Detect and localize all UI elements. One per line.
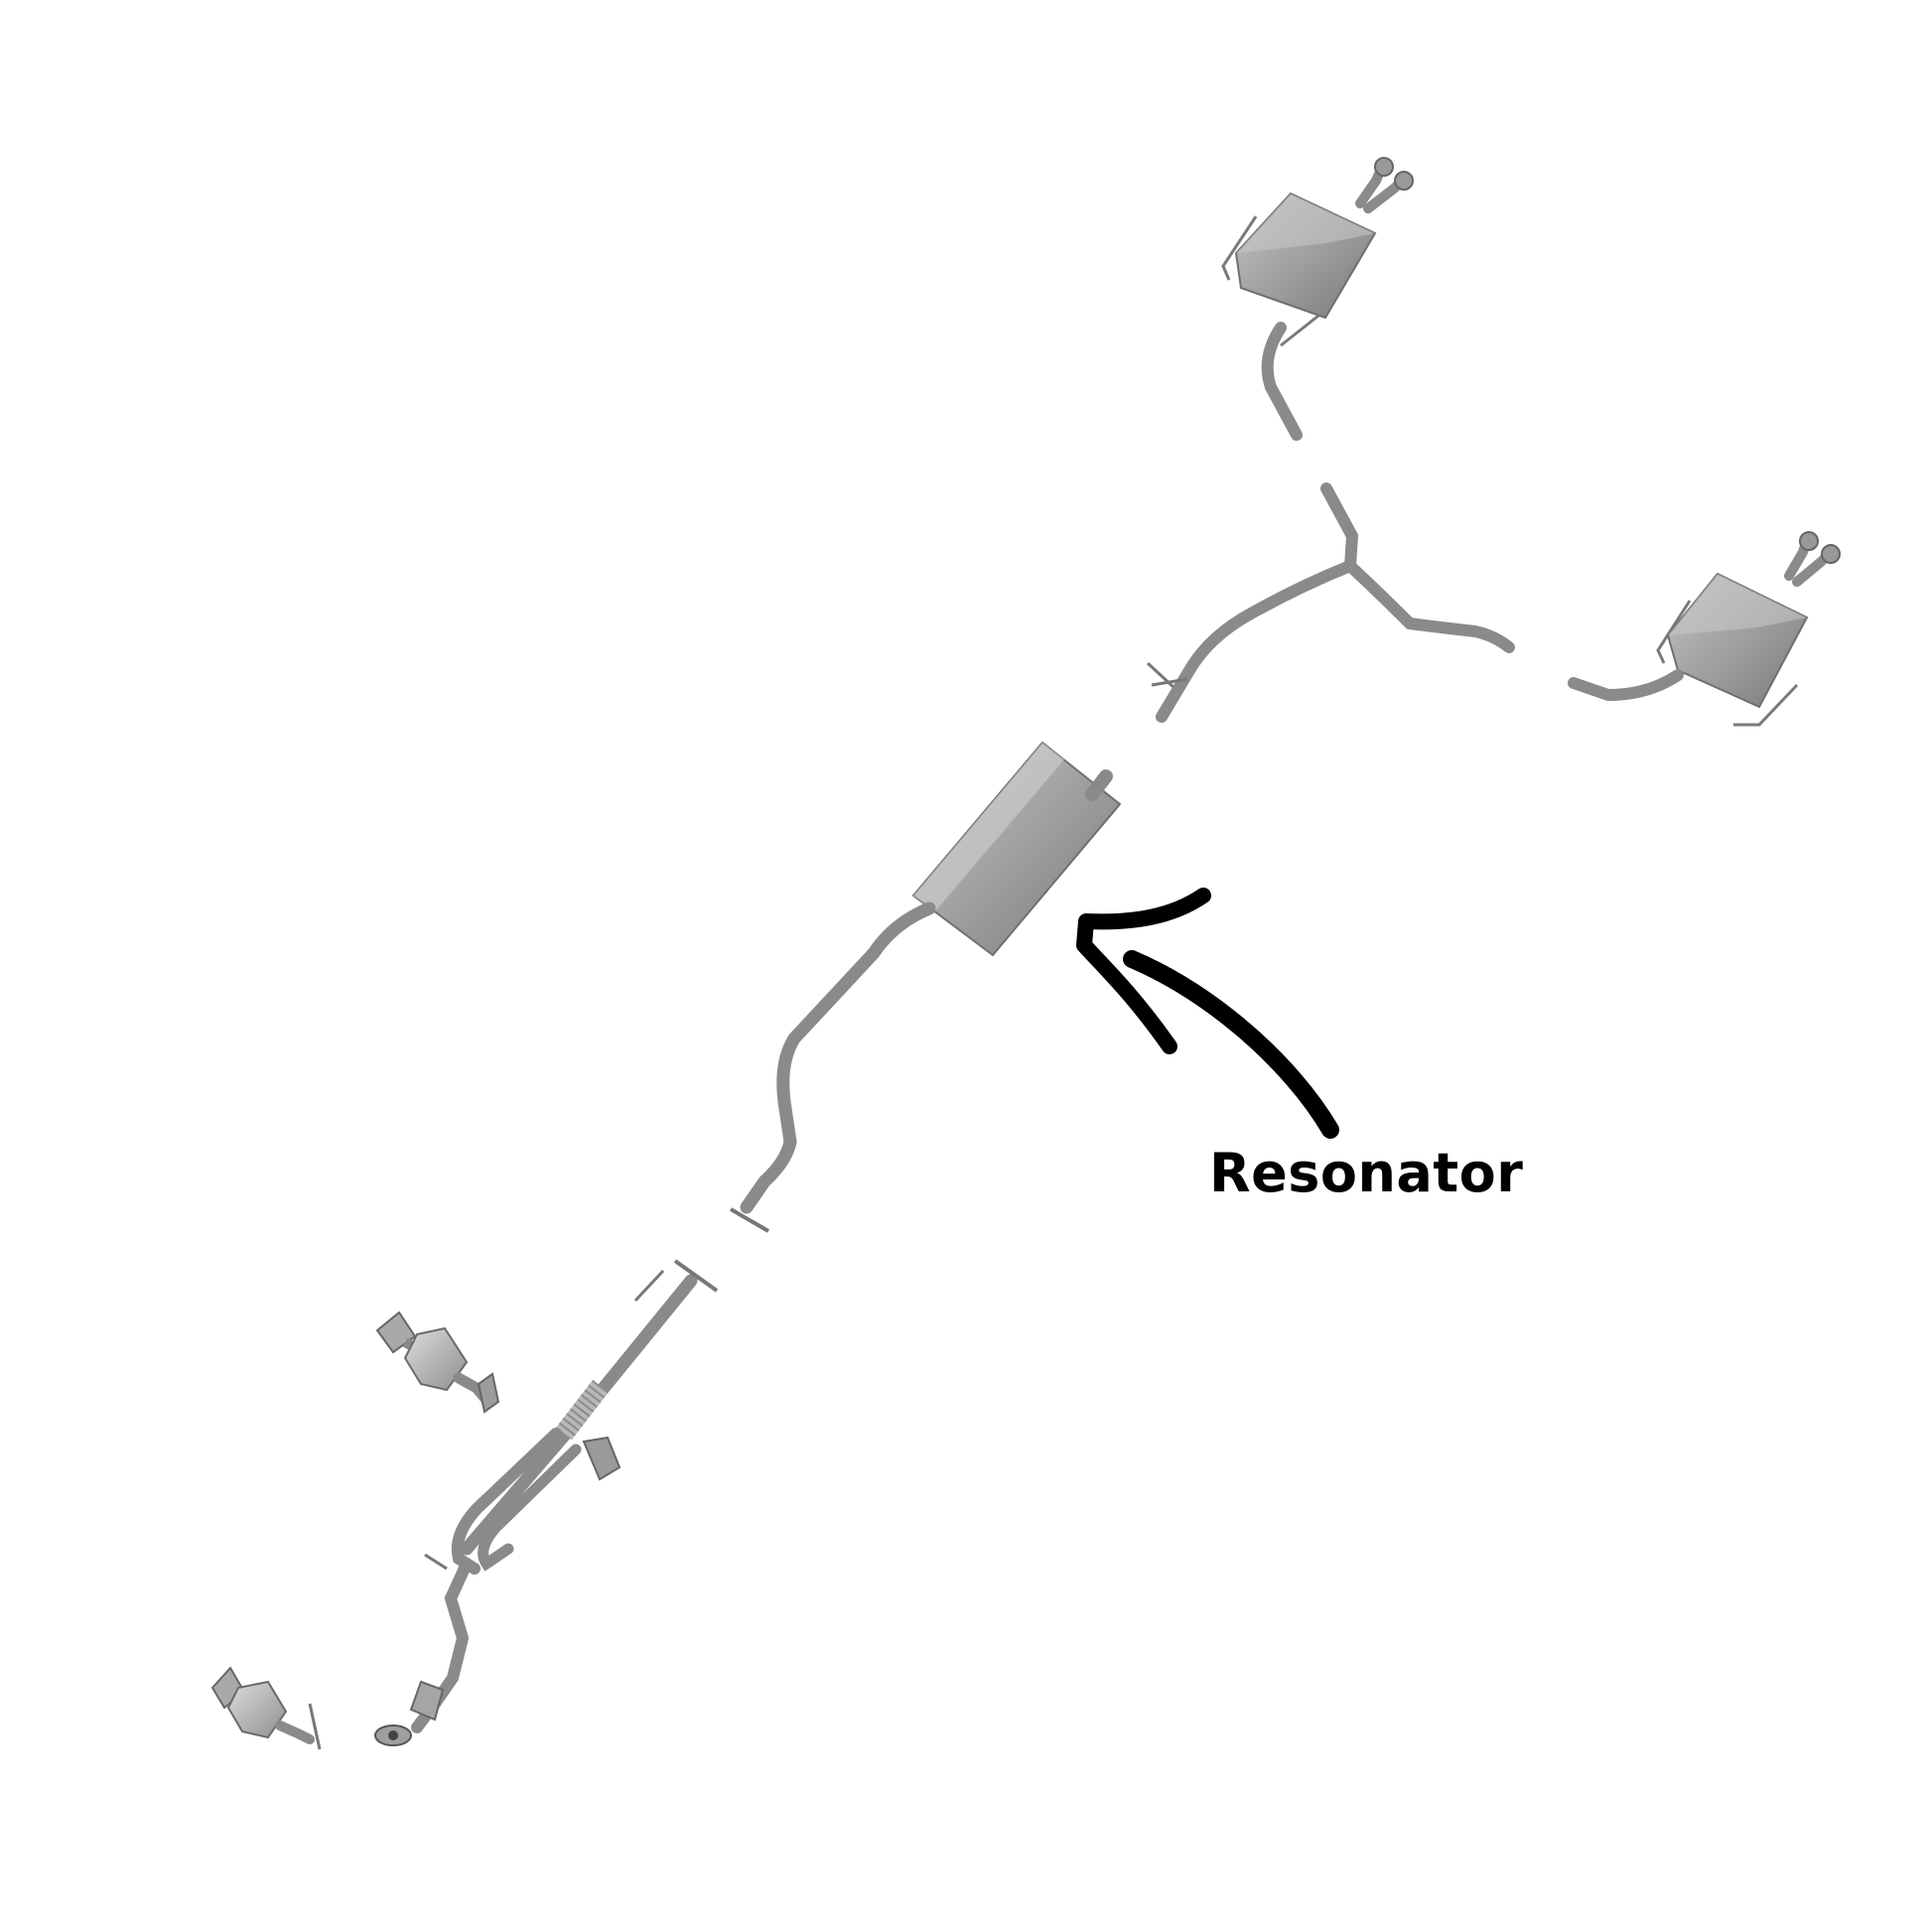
y-pipe bbox=[1146, 483, 1515, 723]
resonator-label: Resonator bbox=[1209, 1142, 1524, 1204]
right-muffler bbox=[1568, 531, 1841, 727]
callout-arrow bbox=[1076, 888, 1339, 1139]
lower-catalytic-converter bbox=[210, 1666, 322, 1750]
intermediate-pipe bbox=[460, 1259, 719, 1556]
front-down-pipe bbox=[374, 1680, 445, 1746]
upper-muffler bbox=[1221, 157, 1414, 441]
resonator bbox=[729, 741, 1122, 1233]
upper-catalytic-converter bbox=[375, 1311, 500, 1414]
flex-front-pipe bbox=[411, 1428, 621, 1733]
